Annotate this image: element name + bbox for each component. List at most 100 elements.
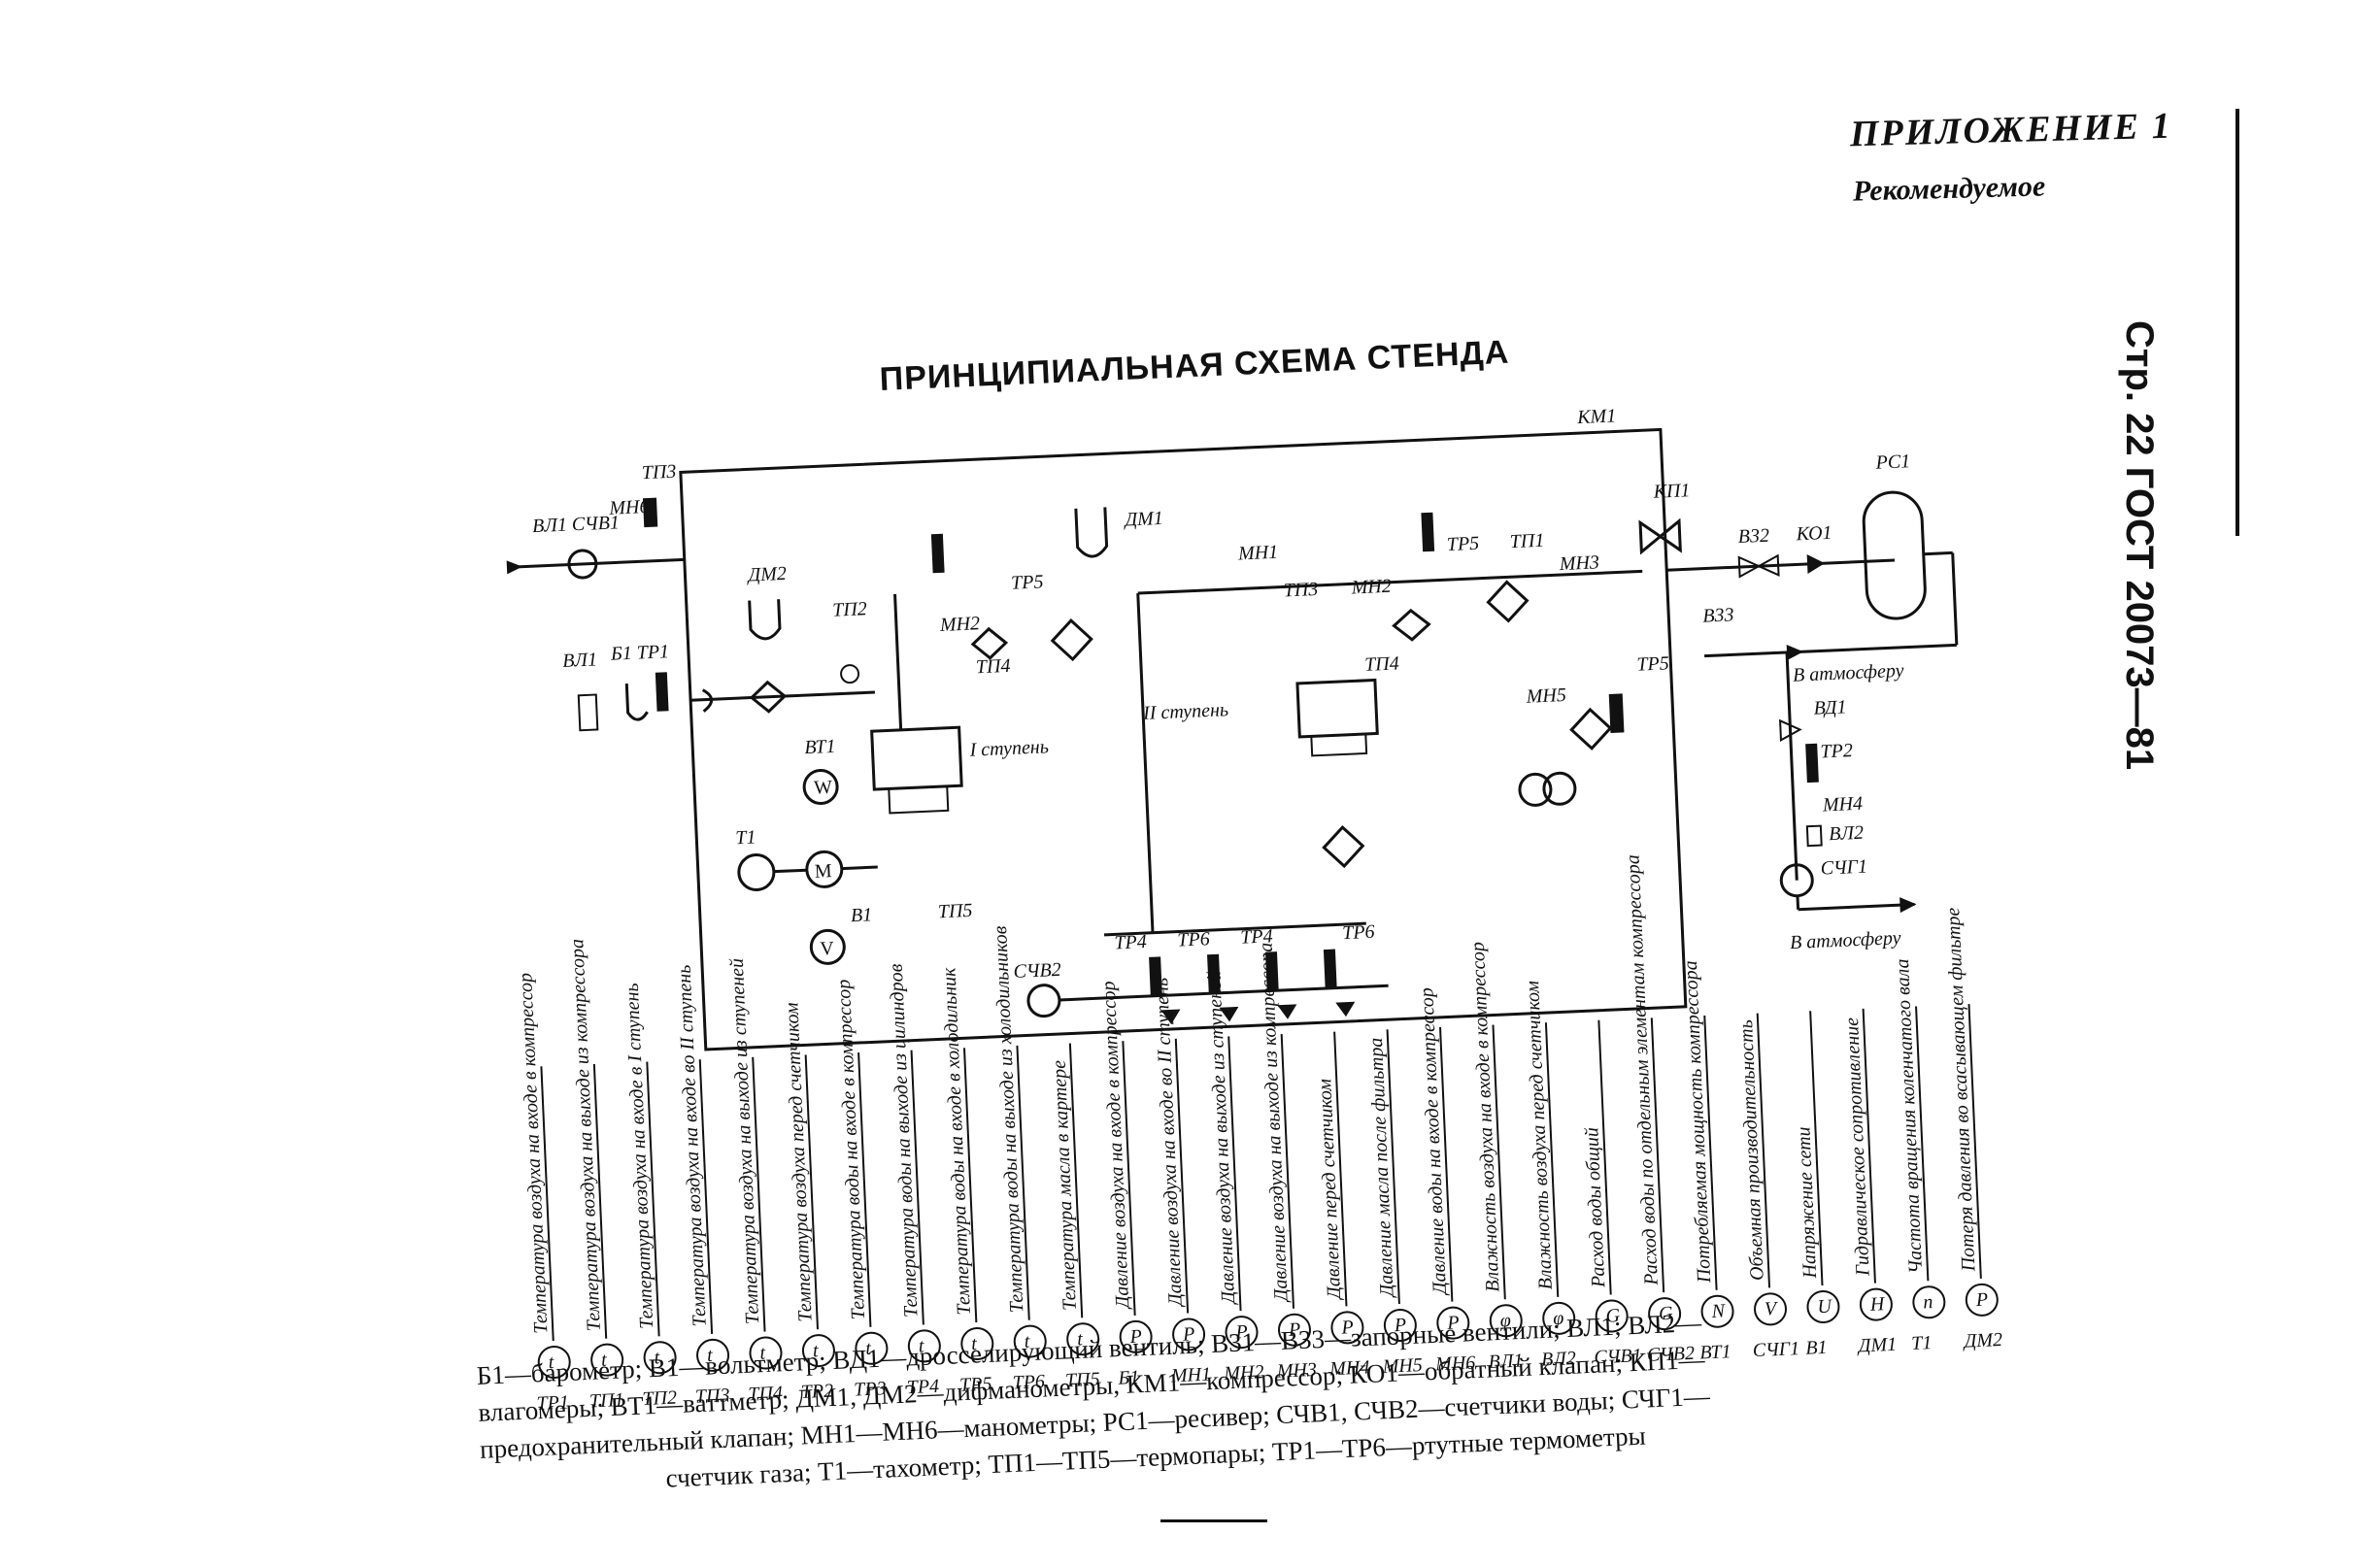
stage2-piston bbox=[1310, 732, 1368, 757]
tr4-thermometer-a bbox=[1149, 956, 1162, 996]
instrument-code: В1 bbox=[1805, 1337, 1828, 1359]
instrument-leader bbox=[646, 1061, 660, 1337]
receiver-line bbox=[1666, 558, 1896, 572]
instrument-symbol bbox=[1330, 1311, 1364, 1345]
instrument-symbol-letter: t bbox=[1024, 1331, 1030, 1352]
instrument-symbol bbox=[1859, 1287, 1893, 1321]
instrument-name: Температура воздуха на выходе из ступене… bbox=[726, 958, 763, 1325]
label-vl1-top: ВЛ1 СЧВ1 bbox=[532, 512, 621, 537]
instrument-leader bbox=[1386, 1029, 1400, 1305]
instrument-symbol bbox=[1172, 1318, 1206, 1351]
drain-arrow-3 bbox=[1277, 1004, 1297, 1019]
instrument-symbol bbox=[1806, 1289, 1840, 1323]
oil-pump-b bbox=[1542, 771, 1577, 806]
instrument-leader bbox=[1492, 1024, 1506, 1300]
instrument-leader bbox=[1809, 1011, 1824, 1286]
label-mn5: МН5 bbox=[1525, 684, 1566, 708]
instrument-leader bbox=[1597, 1019, 1612, 1295]
motor-symbol: M bbox=[814, 860, 832, 883]
inlet-nozzle bbox=[701, 688, 714, 713]
instrument-leader bbox=[1756, 1013, 1771, 1288]
instrument-code: ТР5 bbox=[959, 1373, 992, 1395]
label-tp3-top: ТП3 bbox=[641, 461, 677, 484]
drain-arrow-4 bbox=[1335, 1001, 1356, 1018]
tr6-thermometer-b bbox=[1323, 949, 1337, 989]
vt1-wattmeter bbox=[802, 768, 839, 805]
instrument-code: МН2 bbox=[1223, 1361, 1264, 1385]
label-vt1: ВТ1 bbox=[804, 736, 836, 758]
meter-exhaust bbox=[1798, 902, 1915, 912]
label-mn2-b: МН2 bbox=[1350, 576, 1392, 599]
instrument-leader bbox=[1544, 1022, 1560, 1297]
tr6-thermometer-a bbox=[1207, 953, 1221, 994]
instrument-code: ДМ1 bbox=[1856, 1334, 1897, 1357]
instrument-leader bbox=[1016, 1045, 1030, 1320]
instrument-leader bbox=[1122, 1041, 1136, 1316]
suction-filter bbox=[749, 680, 788, 714]
instrument-symbol bbox=[749, 1336, 783, 1370]
instrument-name: Расход воды по отдельным элементам компр… bbox=[1622, 854, 1662, 1286]
instrument-code: ВТ1 bbox=[1699, 1341, 1731, 1363]
label-tr5-b: ТР5 bbox=[1446, 533, 1479, 555]
instrument-symbol-letter: V bbox=[1765, 1298, 1780, 1320]
instrument-symbol bbox=[801, 1334, 835, 1368]
stage1-piston bbox=[888, 784, 950, 815]
instrument-code: ДМ2 bbox=[1962, 1329, 2002, 1352]
tr2-thermometer bbox=[1805, 743, 1819, 784]
instrument-leader bbox=[1068, 1043, 1084, 1318]
instrument-name: Температура воды на входе в холодильник bbox=[938, 967, 975, 1316]
instrument-symbol bbox=[1965, 1283, 1999, 1317]
instrument-symbol bbox=[1648, 1297, 1682, 1331]
instrument-code: ТП5 bbox=[1065, 1369, 1101, 1392]
label-rs1: РС1 bbox=[1874, 450, 1910, 474]
label-mn1: МН1 bbox=[1237, 542, 1279, 565]
instrument-name: Потеря давления во всасывающем фильтре bbox=[1942, 907, 1979, 1273]
instrument-symbol bbox=[960, 1327, 994, 1361]
instrument-symbol bbox=[590, 1343, 624, 1377]
stage2-cylinder bbox=[1295, 678, 1379, 739]
label-km1: КМ1 bbox=[1576, 405, 1617, 428]
inlet-line bbox=[514, 557, 685, 569]
schv2-meter bbox=[1026, 984, 1061, 1018]
label-tr5-a: ТР5 bbox=[1011, 571, 1044, 593]
tr4-thermometer-b bbox=[1264, 951, 1279, 991]
instrument-symbol bbox=[1383, 1308, 1417, 1342]
instrument-symbol bbox=[1489, 1304, 1523, 1338]
instrument-symbol-letter: P bbox=[1446, 1312, 1460, 1334]
label-tr4-b: ТР4 bbox=[1240, 925, 1273, 948]
instrument-leader bbox=[698, 1059, 714, 1334]
instrument-name: Температура воды на выходе из цилиндров bbox=[886, 963, 923, 1318]
legend-rule bbox=[1160, 1519, 1267, 1522]
vent-line bbox=[1704, 643, 1957, 658]
label-ko1: КО1 bbox=[1795, 522, 1832, 546]
instrument-symbol-letter: φ bbox=[1553, 1308, 1564, 1329]
instrument-symbol bbox=[855, 1331, 889, 1365]
instrument-symbol bbox=[1912, 1285, 1946, 1319]
label-mn6: МН6 bbox=[608, 496, 650, 519]
instrument-symbol bbox=[907, 1329, 941, 1363]
vl2-hygrometer bbox=[1805, 824, 1823, 848]
instrument-code: МН6 bbox=[1434, 1352, 1476, 1376]
instrument-code: ТР4 bbox=[906, 1376, 939, 1398]
dm1-manometer bbox=[1074, 507, 1109, 558]
instrument-symbol-letter: P bbox=[1234, 1321, 1248, 1344]
instrument-leader bbox=[1439, 1026, 1454, 1302]
oil-cooler bbox=[1322, 824, 1365, 869]
instrument-leader bbox=[1862, 1008, 1876, 1284]
interstage-line bbox=[1136, 592, 1155, 933]
exhaust-arrow bbox=[1899, 897, 1917, 914]
label-kp1: КП1 bbox=[1652, 480, 1691, 503]
instrument-leader bbox=[1967, 1004, 1982, 1279]
instrument-code: МН1 bbox=[1169, 1364, 1211, 1387]
instrument-leader bbox=[540, 1066, 555, 1342]
drain-arrow-2 bbox=[1219, 1006, 1239, 1022]
v1-voltmeter bbox=[809, 928, 846, 965]
instrument-leader bbox=[910, 1050, 924, 1325]
label-dm1: ДМ1 bbox=[1123, 508, 1163, 531]
instrument-leader bbox=[1174, 1038, 1190, 1314]
instrument-symbol-letter: t bbox=[812, 1340, 819, 1361]
instrument-code: ТП3 bbox=[694, 1385, 730, 1408]
instrument-code: МН5 bbox=[1381, 1354, 1423, 1378]
instrument-name: Температура воздуха на выходе из компрес… bbox=[566, 939, 605, 1332]
